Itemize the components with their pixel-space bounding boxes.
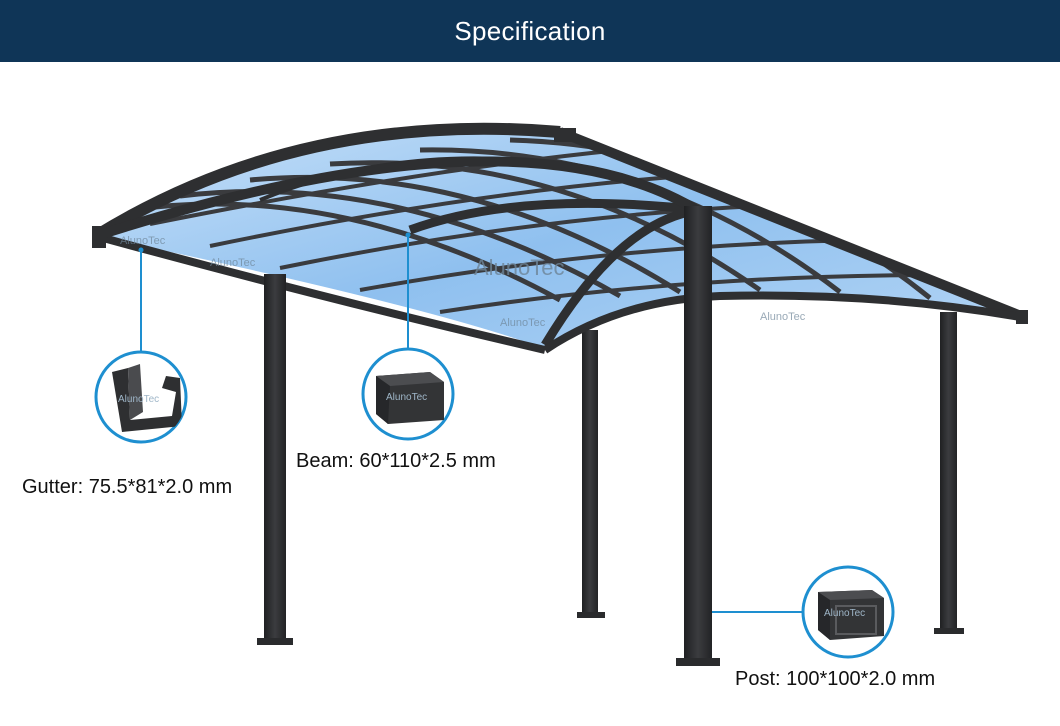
post-spec-label: Post: 100*100*2.0 mm bbox=[735, 668, 936, 690]
gutter-callout: AlunoTec bbox=[94, 350, 188, 444]
beam-callout: AlunoTec bbox=[361, 347, 455, 441]
header-bar: Specification bbox=[0, 0, 1060, 62]
gutter-watermark-2: AlunoTec bbox=[210, 257, 256, 269]
page-title: Specification bbox=[454, 15, 606, 46]
post-callout: AlunoTec bbox=[801, 565, 895, 659]
roof-frame bbox=[92, 122, 1028, 354]
post-profile-icon: AlunoTec bbox=[818, 590, 884, 640]
beam-spec-label: Beam: 60*110*2.5 mm bbox=[296, 450, 496, 472]
beam-watermark: AlunoTec bbox=[500, 317, 546, 329]
front-post-right bbox=[676, 206, 720, 666]
back-post-left bbox=[577, 330, 605, 618]
front-post-left bbox=[257, 274, 293, 645]
roof-watermark: AlunoTec bbox=[474, 255, 565, 280]
leader-lines bbox=[140, 235, 803, 613]
gutter-spec-label: Gutter: 75.5*81*2.0 mm bbox=[22, 476, 233, 498]
beam-icon-watermark: AlunoTec bbox=[386, 392, 427, 403]
gutter-watermark: AlunoTec bbox=[120, 235, 166, 247]
gutter-icon-watermark: AlunoTec bbox=[118, 394, 159, 405]
beam-watermark-2: AlunoTec bbox=[760, 311, 806, 323]
gutter-profile-icon: AlunoTec bbox=[112, 364, 182, 432]
beam-profile-icon: AlunoTec bbox=[376, 372, 444, 424]
post-icon-watermark: AlunoTec bbox=[824, 608, 865, 619]
back-post-right bbox=[934, 312, 964, 634]
